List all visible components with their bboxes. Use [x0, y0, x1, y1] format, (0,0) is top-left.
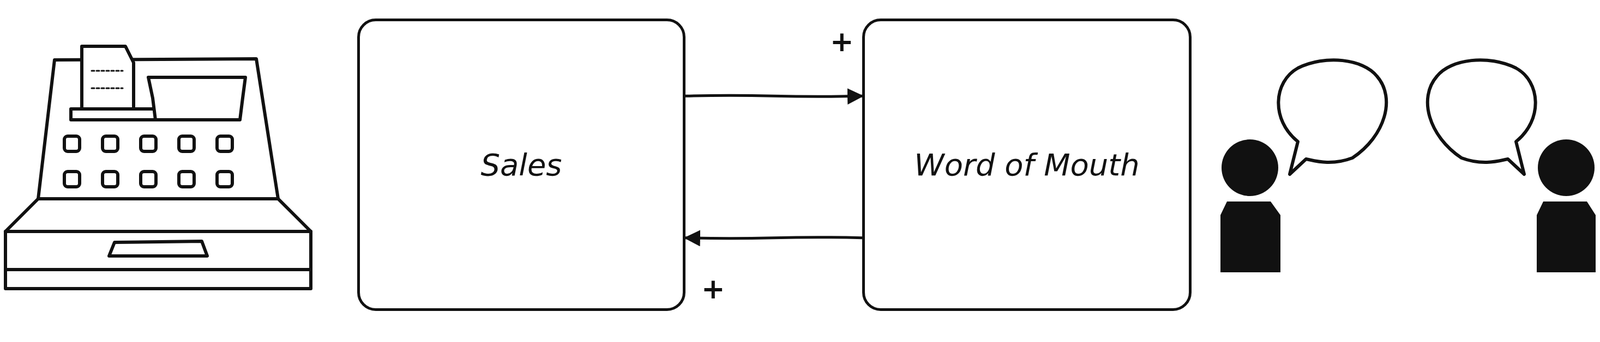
people — [1220, 139, 1596, 273]
polarity-sign: + — [699, 273, 728, 305]
cash-register — [5, 46, 311, 290]
arrow-connector — [685, 237, 863, 239]
speech-bubbles — [1278, 59, 1536, 175]
process-box: Word of Mouth — [862, 18, 1192, 312]
process-box: Sales — [357, 18, 686, 312]
node-text: Word of Mouth — [903, 135, 1151, 196]
arrow-connector — [685, 95, 863, 97]
register-keys — [64, 136, 233, 188]
node-text: Sales — [469, 135, 573, 196]
polarity-sign: + — [827, 26, 857, 57]
